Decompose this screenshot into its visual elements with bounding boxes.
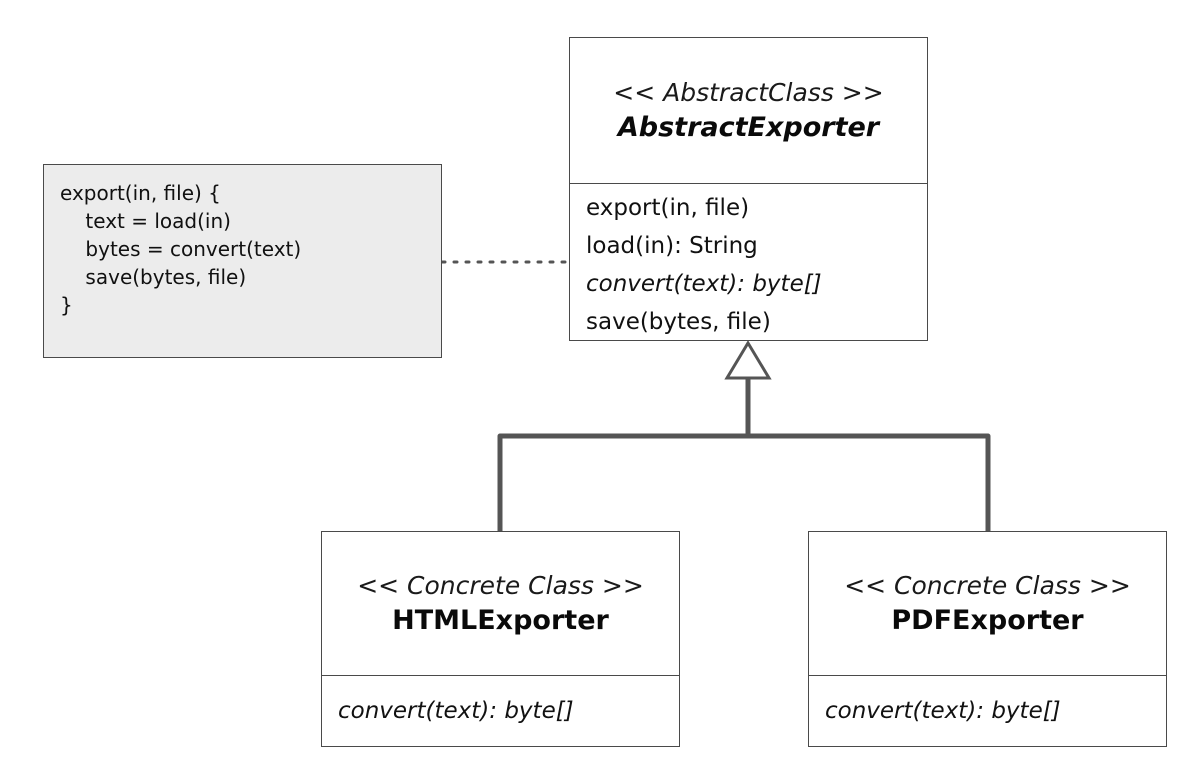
method-list: convert(text): byte[] [825, 692, 1158, 730]
code-line: text = load(in) [60, 209, 231, 233]
class-name: AbstractExporter [617, 111, 880, 143]
method-convert: convert(text): byte[] [825, 698, 1061, 724]
template-method-note: export(in, file) { text = load(in) bytes… [43, 164, 442, 358]
html-exporter-class-box: << Concrete Class >> HTMLExporter conver… [321, 531, 680, 747]
class-stereotype: << Concrete Class >> [357, 570, 644, 600]
class-name: HTMLExporter [392, 604, 609, 636]
code-line: save(bytes, file) [60, 265, 247, 289]
pdf-exporter-inheritance-line [748, 433, 991, 531]
code-line: export(in, file) { [60, 181, 221, 205]
class-stereotype: << AbstractClass >> [613, 77, 884, 107]
method-export: export(in, file) [586, 195, 750, 221]
method-convert: convert(text): byte[] [338, 698, 574, 724]
method-load: load(in): String [586, 233, 758, 259]
compartment-divider [322, 675, 679, 676]
method-list: export(in, file) load(in): String conver… [586, 189, 919, 341]
html-exporter-header: << Concrete Class >> HTMLExporter [322, 532, 679, 675]
class-name: PDFExporter [891, 604, 1084, 636]
html-exporter-inheritance-line [497, 379, 751, 531]
method-save: save(bytes, file) [586, 309, 771, 335]
method-convert-abstract: convert(text): byte[] [586, 271, 822, 297]
compartment-divider [570, 183, 927, 184]
method-list: convert(text): byte[] [338, 692, 671, 730]
class-stereotype: << Concrete Class >> [844, 570, 1131, 600]
pdf-exporter-class-box: << Concrete Class >> PDFExporter convert… [808, 531, 1167, 747]
compartment-divider [809, 675, 1166, 676]
generalization-arrowhead-icon [724, 340, 772, 380]
abstract-exporter-header: << AbstractClass >> AbstractExporter [570, 38, 927, 183]
pdf-exporter-header: << Concrete Class >> PDFExporter [809, 532, 1166, 675]
abstract-exporter-class-box: << AbstractClass >> AbstractExporter exp… [569, 37, 928, 341]
code-line: } [60, 293, 73, 317]
code-line: bytes = convert(text) [60, 237, 302, 261]
